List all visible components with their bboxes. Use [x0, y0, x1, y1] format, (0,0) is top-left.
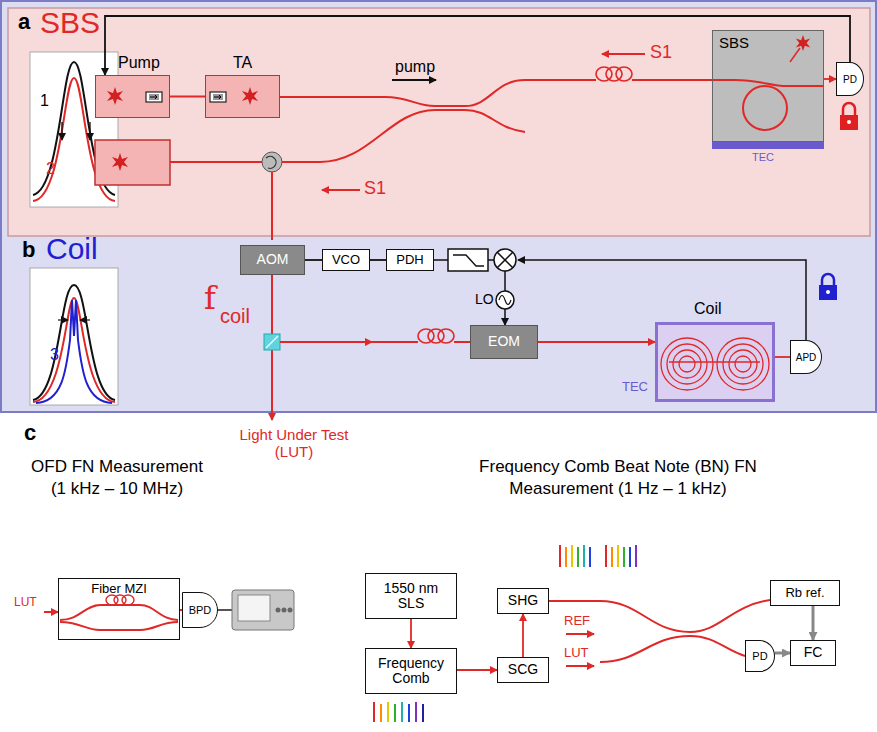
node-text: EOM	[488, 334, 520, 349]
laser-box: Pump	[95, 75, 170, 118]
laser-box: 1550 nm SLS	[365, 573, 457, 619]
panel-band: bCoilaSBSPumpTASBSPDAOMVCOPDHEOMCoilAPD	[0, 0, 877, 412]
photodetector: PD	[836, 62, 864, 96]
node-text: APD	[796, 352, 817, 363]
connector	[775, 356, 790, 358]
text-label: pump	[395, 58, 435, 76]
node-text: PDH	[396, 253, 423, 267]
node-text: SHG	[508, 593, 538, 608]
text-label: REF	[564, 614, 590, 629]
text-label: LUT	[564, 646, 589, 661]
connector	[410, 619, 412, 648]
node-text: 1550 nm SLS	[371, 581, 451, 612]
node-text: Coil	[46, 232, 98, 265]
pdh-box: PDH	[386, 249, 434, 271]
connector	[105, 16, 850, 75]
counter-box: FC	[790, 640, 836, 666]
node-text: Fiber MZI	[91, 582, 147, 596]
connector	[812, 606, 815, 640]
node-text: Frequency Comb	[371, 656, 451, 687]
vco-box: VCO	[322, 249, 370, 271]
node-text: TA	[233, 54, 252, 72]
connector	[305, 259, 322, 261]
node-text: SBS	[719, 35, 749, 52]
connector	[370, 259, 386, 261]
node-text: AOM	[257, 252, 289, 267]
aom-box: AOM	[240, 245, 305, 275]
node-text: PD	[843, 74, 857, 85]
text-label: S1	[650, 42, 672, 63]
text-label: Light Under Test (LUT)	[232, 426, 356, 461]
photodetector: BPD	[182, 592, 218, 628]
photodetector: APD	[790, 340, 822, 374]
text-label: f	[204, 280, 216, 317]
comb-box: Frequency Comb	[365, 648, 457, 694]
text-label: S1	[364, 178, 386, 199]
connector	[824, 78, 836, 80]
eom-box: EOM	[470, 325, 538, 359]
text-label: TEC	[622, 380, 648, 395]
node-text: FC	[804, 645, 823, 660]
node-text: Pump	[118, 54, 160, 72]
coil-resonator: Coil	[655, 322, 775, 402]
text-label: LUT	[14, 596, 37, 610]
reference-box: Rb ref.	[770, 580, 840, 606]
node-text: a	[18, 10, 30, 34]
connector	[522, 614, 524, 657]
sbs-chip: SBS	[712, 30, 824, 142]
shg-box: SHG	[497, 588, 549, 614]
node-text: SBS	[40, 6, 100, 39]
text-label: 1	[40, 92, 49, 110]
node-text: SCG	[508, 662, 538, 677]
node-text: VCO	[332, 253, 360, 267]
mzi-box: Fiber MZI	[58, 578, 180, 640]
photodetector: PD	[745, 640, 775, 672]
connector	[170, 96, 205, 98]
text-label: coil	[220, 305, 250, 328]
node-text: BPD	[189, 604, 212, 616]
connector	[457, 669, 497, 671]
text-label: c	[24, 420, 36, 445]
scg-box: SCG	[497, 657, 549, 683]
node-text: Rb ref.	[785, 586, 824, 600]
node-text: b	[22, 238, 35, 262]
panel-band: aSBSPumpTASBSPD	[8, 8, 870, 236]
text-label: OFD FN Measurement (1 kHz – 10 MHz)	[22, 456, 212, 500]
text-label: 3	[50, 346, 59, 364]
text-label: TEC	[752, 151, 774, 164]
text-label: Frequency Comb Beat Note (BN) FN Measure…	[478, 456, 758, 500]
connector	[538, 341, 655, 343]
node-text: Coil	[694, 300, 722, 318]
node-text: PD	[752, 650, 767, 662]
text-label: 2	[46, 160, 55, 178]
connector	[775, 652, 790, 655]
text-label: LO	[475, 291, 494, 307]
amplifier-box: TA	[205, 75, 280, 118]
